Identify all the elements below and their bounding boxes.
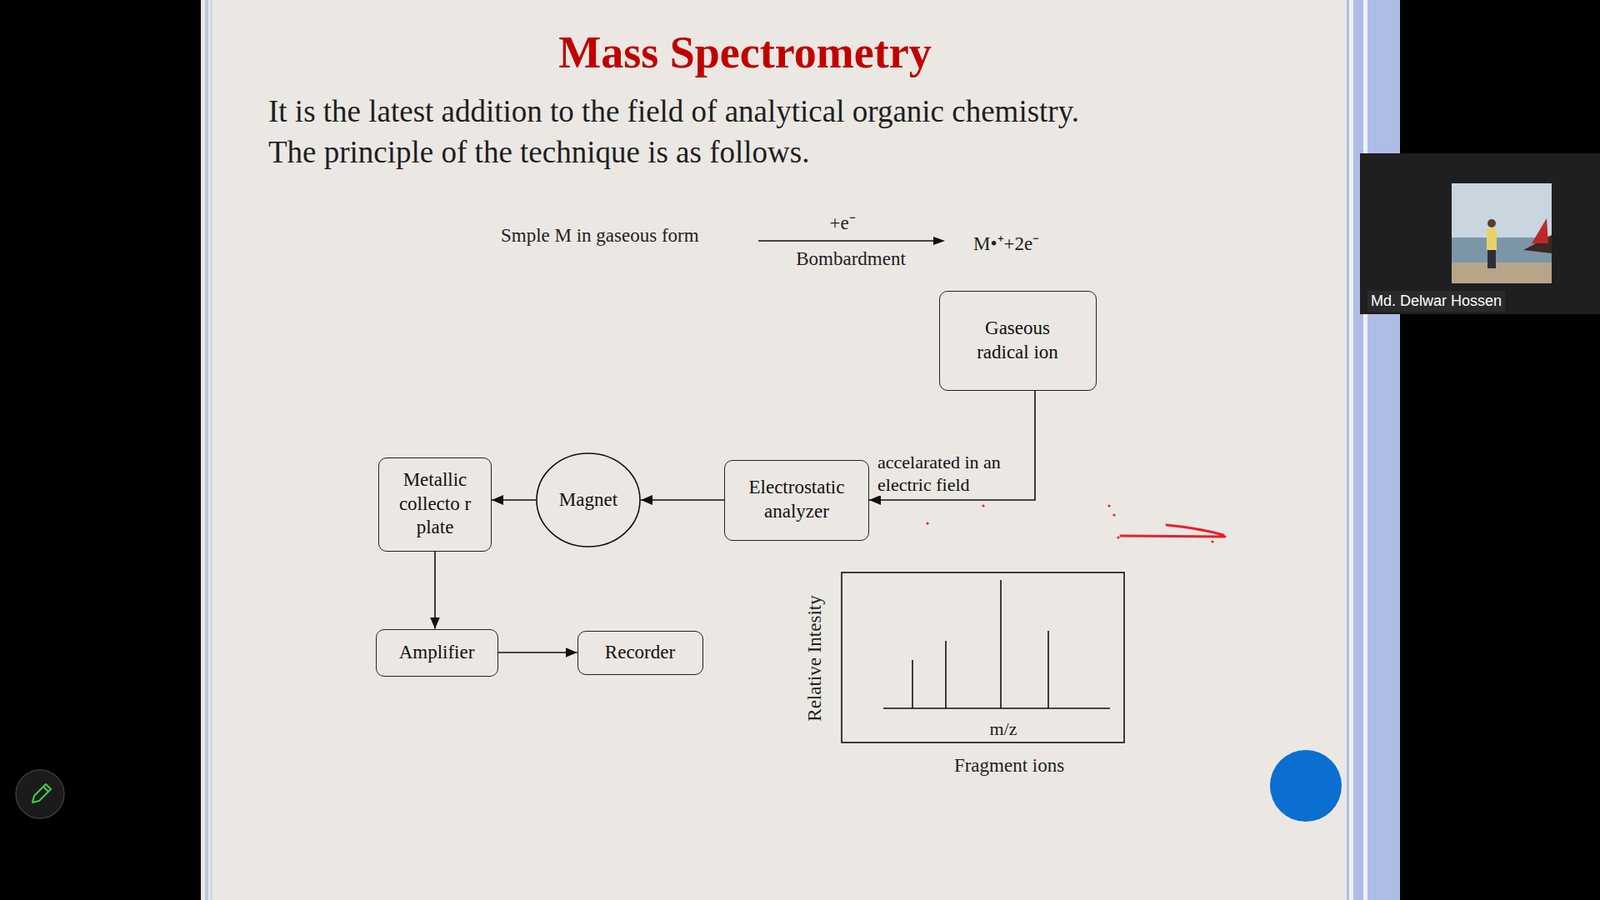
participant-name: Md. Delwar Hossen <box>1367 290 1505 312</box>
reaction-product: M•⁺+2e⁻ <box>973 229 1040 256</box>
slide-right-line <box>1363 0 1368 900</box>
process-box: Gaseous radical ion <box>939 290 1097 391</box>
node-text: Amplifier <box>399 640 475 665</box>
edge-label: accelarated in an electric field <box>877 451 1003 496</box>
annotation-scribble <box>1120 525 1225 537</box>
intro-text: The principle of the technique is as fol… <box>268 134 810 170</box>
slide-title: Mass Spectrometry <box>453 26 1037 79</box>
photo-person-legs <box>1487 250 1496 269</box>
photo-person-head <box>1487 219 1496 228</box>
spectrum-frame <box>841 572 1125 743</box>
flow-arrow <box>434 551 436 630</box>
node-text: Electrostatic analyzer <box>734 475 860 525</box>
slide-right-line <box>1349 0 1354 900</box>
process-box: Metallic collecto r plate <box>378 457 492 552</box>
reaction-reagent: +e⁻ <box>829 208 855 235</box>
slide-left-stripe <box>210 0 213 900</box>
annotation-dot <box>981 504 985 507</box>
node-text: Magnet <box>559 488 618 513</box>
photo-sky <box>1451 183 1552 238</box>
video-tile <box>1360 153 1600 315</box>
node-text: Gaseous radical ion <box>963 316 1072 365</box>
spectrum-peak <box>911 660 914 709</box>
slide-right-band <box>1346 0 1400 900</box>
spectrum-peak <box>945 640 947 709</box>
action-button <box>1270 750 1342 822</box>
annotation-dot <box>1107 504 1110 507</box>
node-text: Metallic collecto r plate <box>388 468 482 540</box>
chart-caption: Fragment ions <box>954 755 1065 777</box>
process-box: Amplifier <box>375 629 499 677</box>
spectrum-peak <box>1000 580 1002 709</box>
flow-arrow <box>498 651 578 654</box>
annotation-dot <box>1210 540 1214 543</box>
circle-shape <box>536 453 640 547</box>
photo-sail <box>1531 218 1549 244</box>
flow-arrow <box>640 499 725 501</box>
slide-left-stripe <box>205 0 209 900</box>
spectrum-axis <box>883 707 1110 710</box>
reaction-reactant: Smple M in gaseous form <box>500 225 700 247</box>
magnet-circle: Magnet <box>535 452 641 548</box>
flow-arrow <box>869 390 1035 500</box>
reaction-arrowhead <box>933 236 945 245</box>
photo-person-body <box>1486 228 1497 250</box>
flow-arrow <box>491 499 536 501</box>
slide-background <box>200 0 1347 900</box>
pen-button <box>15 770 65 819</box>
axis-label: m/z <box>990 718 1018 740</box>
reaction-condition: Bombardment <box>795 248 906 270</box>
annotation-dot <box>925 521 929 525</box>
process-box: Recorder <box>577 630 704 675</box>
pen-icon <box>32 784 51 803</box>
node-text: Recorder <box>605 640 675 665</box>
annotation-dot <box>1112 513 1115 516</box>
process-box: Electrostatic analyzer <box>724 460 870 541</box>
photo-sand <box>1451 262 1552 284</box>
intro-text: It is the latest addition to the field o… <box>268 93 1080 130</box>
reaction-arrow <box>758 240 935 242</box>
axis-label: Relative Intesity <box>804 595 826 721</box>
annotation-dot <box>1116 535 1120 539</box>
spectrum-peak <box>1047 630 1050 709</box>
